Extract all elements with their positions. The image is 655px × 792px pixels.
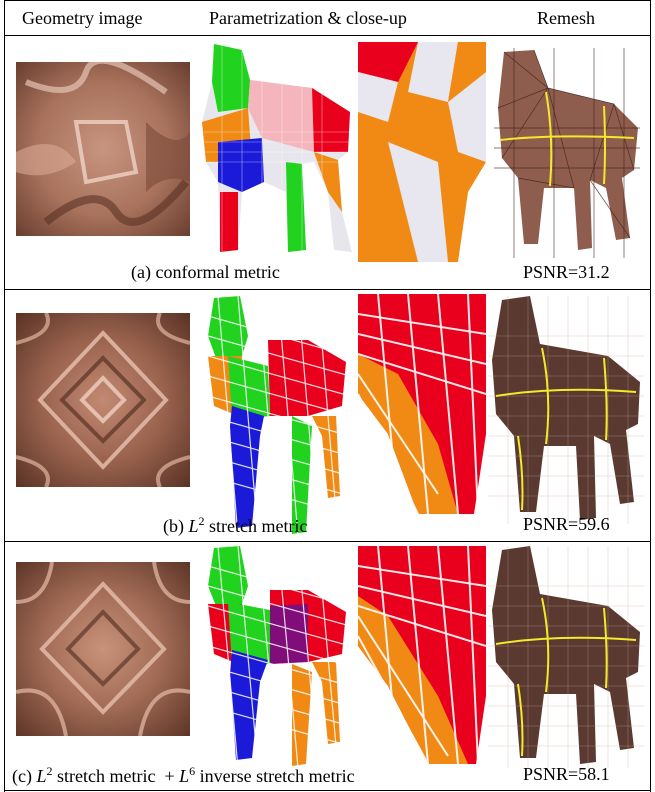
caption-c-mid: stretch metric + [57, 766, 175, 786]
closeup-c [358, 546, 486, 764]
parametrization-horse-c [208, 546, 350, 768]
row-divider-2 [4, 541, 651, 542]
caption-b-prefix: (b) [163, 516, 184, 536]
header-geometry-image: Geometry image [22, 8, 142, 29]
caption-c-symbol: L [36, 766, 46, 786]
caption-c: (c) L2 stretch metric + L6 inverse stret… [12, 764, 355, 787]
caption-c-prefix: (c) [12, 766, 32, 786]
table-border-top [4, 0, 651, 1]
caption-c-exponent2: 6 [189, 764, 195, 778]
caption-c-exponent: 2 [47, 764, 53, 778]
psnr-a: PSNR=31.2 [523, 262, 610, 283]
caption-b-symbol: L [189, 516, 199, 536]
remesh-a [494, 48, 640, 258]
caption-b-exponent: 2 [199, 514, 205, 528]
psnr-b: PSNR=59.6 [523, 514, 610, 535]
caption-c-symbol2: L [179, 766, 189, 786]
parametrization-horse-b [208, 296, 350, 536]
closeup-b [358, 294, 486, 514]
geometry-image-c [16, 562, 190, 736]
closeup-a [358, 42, 486, 262]
parametrization-horse-a [202, 42, 352, 254]
header-divider [4, 35, 651, 36]
remesh-c [488, 546, 644, 768]
geometry-image-a [16, 62, 190, 236]
header-parametrization: Parametrization & close-up [209, 8, 407, 29]
caption-c-rest: inverse stretch metric [200, 766, 355, 786]
table-border-right [650, 0, 651, 792]
psnr-c: PSNR=58.1 [523, 764, 610, 785]
table-border-bottom [4, 790, 651, 791]
caption-a-text: (a) conformal metric [131, 262, 280, 282]
header-remesh: Remesh [537, 8, 595, 29]
geometry-image-b [16, 313, 190, 487]
table-border-left [4, 0, 5, 792]
caption-b: (b) L2 stretch metric [163, 514, 307, 537]
row-divider-1 [4, 289, 651, 290]
remesh-b [488, 296, 644, 524]
caption-b-rest: stretch metric [209, 516, 307, 536]
caption-a: (a) conformal metric [131, 262, 280, 283]
